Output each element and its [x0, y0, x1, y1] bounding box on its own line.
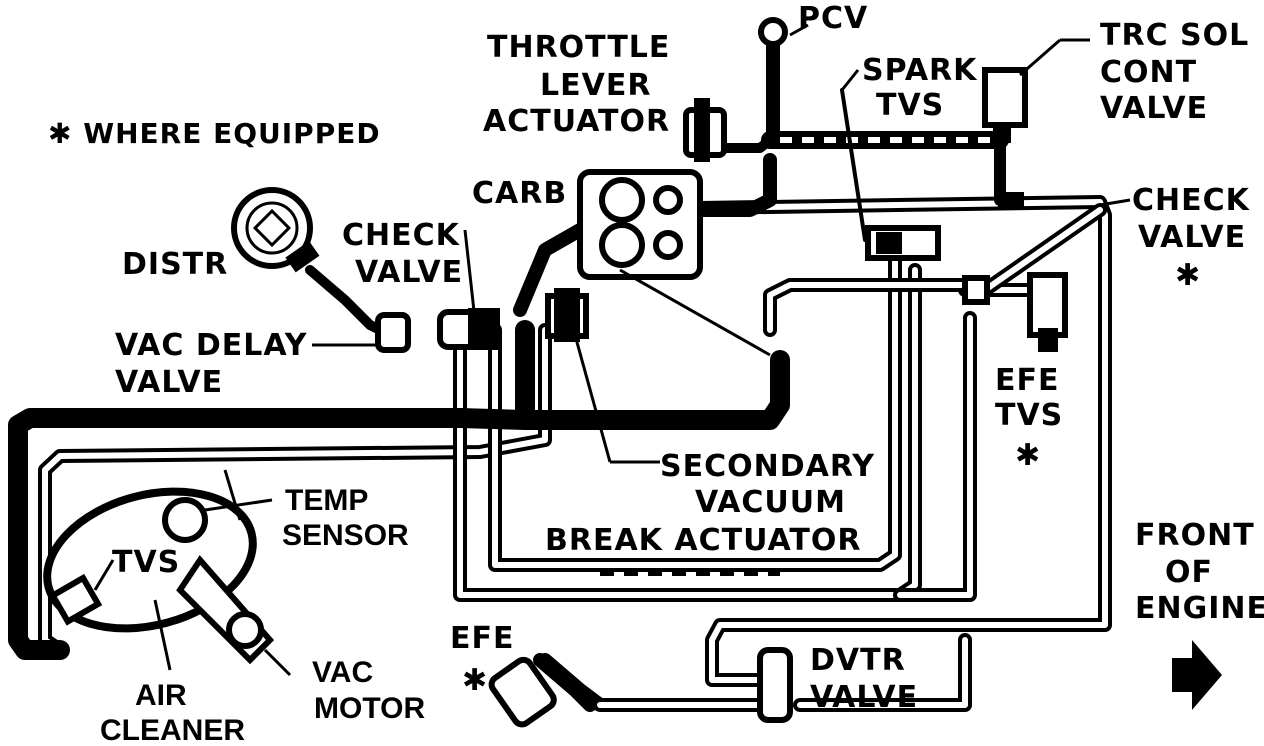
label-temp-line2: SENSOR	[282, 519, 409, 552]
air-cleaner	[43, 487, 275, 665]
label-vac-motor-line2: MOTOR	[314, 692, 425, 725]
label-front-line3: ENGINE	[1135, 591, 1264, 626]
label-spark-line2: TVS	[876, 88, 944, 123]
label-throttle-line2: LEVER	[540, 68, 651, 103]
secondary-vacuum-break-actuator	[545, 288, 589, 342]
efe-unit	[488, 656, 557, 728]
label-trc-line2: CONT	[1100, 55, 1197, 90]
check-right-star-icon: ✱	[1175, 258, 1201, 293]
where-equipped-note: ✱ WHERE EQUIPPED	[48, 117, 381, 150]
label-efe-tvs-line2: TVS	[995, 398, 1063, 433]
check-valve-right	[998, 192, 1024, 210]
label-carb: CARB	[472, 176, 567, 211]
label-temp-line1: TEMP	[285, 484, 368, 517]
label-vac-motor-line1: VAC	[312, 656, 373, 689]
distributor	[231, 187, 320, 273]
label-trc-line3: VALVE	[1100, 91, 1208, 126]
label-throttle-line3: ACTUATOR	[483, 104, 670, 139]
label-dvtr-line2: VALVE	[810, 680, 918, 715]
label-check-right-line1: CHECK	[1132, 183, 1251, 218]
hose-carb-right	[693, 153, 777, 217]
dvtr-valve	[757, 647, 793, 723]
label-spark-line1: SPARK	[862, 53, 978, 88]
hose-main-heavy	[515, 320, 790, 430]
label-throttle-line1: THROTTLE	[487, 30, 670, 65]
label-check-left-line2: VALVE	[355, 255, 463, 290]
label-vac-delay-line2: VALVE	[115, 365, 223, 400]
label-air-line2: CLEANER	[100, 714, 245, 746]
label-vac-delay-line1: VAC DELAY	[115, 328, 308, 363]
check-valve-left	[437, 308, 500, 350]
label-distr: DISTR	[122, 247, 228, 282]
pcv-valve	[758, 17, 788, 47]
diagram-labels: ✱ WHERE EQUIPPED PCV THROTTLE LEVER ACTU…	[48, 1, 1264, 746]
label-dvtr-line1: DVTR	[810, 643, 906, 678]
hose-efe-lower	[533, 653, 597, 712]
hose-carb-secondary	[513, 223, 587, 317]
front-arrow-icon	[1172, 640, 1222, 710]
label-efe-tvs-line1: EFE	[995, 363, 1059, 398]
efe-star-icon: ✱	[462, 663, 488, 698]
label-pcv: PCV	[798, 1, 868, 36]
efe-tvs	[962, 272, 1068, 352]
leader-lines	[93, 23, 1131, 677]
label-secondary-line2: VACUUM	[695, 485, 846, 520]
label-trc-line1: TRC SOL	[1100, 18, 1249, 53]
efe-tvs-star-icon: ✱	[1015, 438, 1041, 473]
throttle-lever-actuator	[683, 98, 727, 162]
label-check-right-line2: VALVE	[1138, 220, 1246, 255]
label-secondary-line1: SECONDARY	[660, 449, 875, 484]
label-efe: EFE	[450, 621, 514, 656]
spark-tvs	[865, 225, 941, 261]
trc-solenoid-valve	[982, 67, 1028, 143]
vac-delay-valve	[375, 312, 411, 353]
label-tvs: TVS	[112, 545, 180, 580]
label-air-line1: AIR	[135, 679, 187, 712]
carburetor	[577, 169, 703, 280]
label-check-left-line1: CHECK	[342, 218, 461, 253]
label-front-line2: OF	[1165, 555, 1213, 590]
hose-carb-efe-tvs	[763, 278, 972, 337]
label-front-line1: FRONT	[1135, 518, 1255, 553]
label-secondary-line3: BREAK ACTUATOR	[545, 523, 861, 558]
